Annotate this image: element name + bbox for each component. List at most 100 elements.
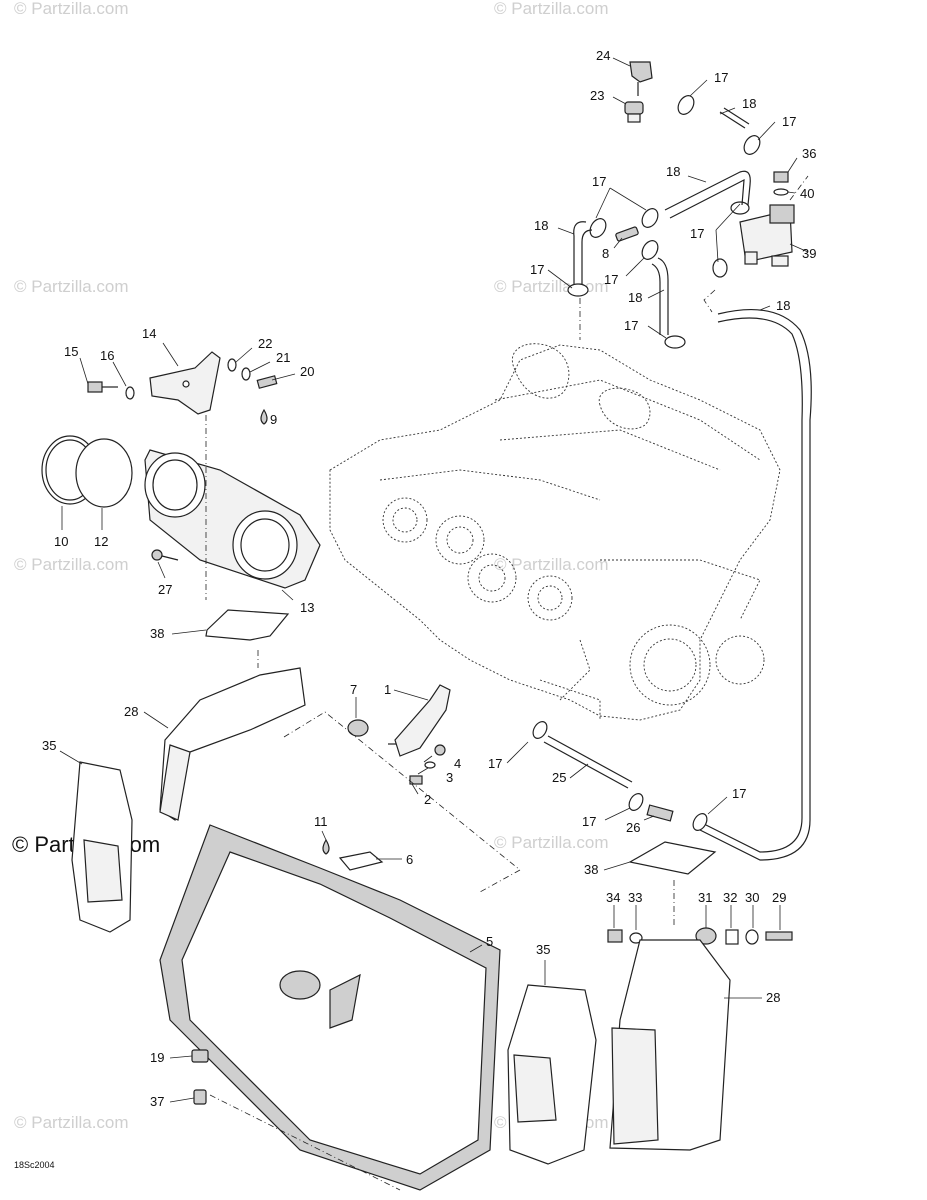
watermark: © Partzilla.com <box>14 0 129 18</box>
callout-21: 21 <box>276 350 290 365</box>
duct-28-left <box>159 667 306 821</box>
callout-17: 17 <box>530 262 544 277</box>
callout-40: 40 <box>800 186 814 201</box>
route-line <box>789 175 809 201</box>
screw-27 <box>151 549 179 561</box>
callout-17: 17 <box>690 226 704 241</box>
solenoid-valve-39 <box>739 204 795 267</box>
callout-17: 17 <box>782 114 796 129</box>
clamp-17-b <box>743 135 761 155</box>
grommet-7 <box>347 719 369 737</box>
fitting-37 <box>193 1089 207 1105</box>
airbox-5 <box>159 824 501 1191</box>
washer-3 <box>424 761 436 769</box>
callout-18: 18 <box>628 290 642 305</box>
hose-18-long <box>699 308 812 861</box>
callout-38: 38 <box>150 626 164 641</box>
callout-7: 7 <box>350 682 357 697</box>
clamp-17-f <box>567 283 589 297</box>
callout-19: 19 <box>150 1050 164 1065</box>
clamp-17-g <box>664 335 686 349</box>
route-line <box>703 289 716 313</box>
callout-18: 18 <box>534 218 548 233</box>
callout-16: 16 <box>100 348 114 363</box>
callout-29: 29 <box>772 890 786 905</box>
gasket-38-a <box>205 609 290 641</box>
watermark: © Partzilla.com <box>494 555 609 574</box>
screw-29 <box>765 931 793 941</box>
loctite-9 <box>260 408 268 425</box>
connector-8 <box>615 226 639 242</box>
fitting-26 <box>646 804 674 822</box>
diagram-code: 18Sc2004 <box>14 1160 55 1170</box>
route-line <box>209 1094 401 1191</box>
callout-2: 2 <box>424 792 431 807</box>
gasket-38-b <box>628 841 717 875</box>
washer-33 <box>629 932 643 944</box>
callout-32: 32 <box>723 890 737 905</box>
boot-35-left <box>71 761 133 933</box>
cover-plate-1 <box>388 684 451 757</box>
watermark: © Partzilla.com <box>14 1113 129 1132</box>
vent-fitting-24 <box>629 61 653 96</box>
watermark: © Partzilla.com <box>494 0 609 18</box>
callout-27: 27 <box>158 582 172 597</box>
bracket-14 <box>149 351 221 415</box>
callout-25: 25 <box>552 770 566 785</box>
callout-28: 28 <box>766 990 780 1005</box>
callout-35: 35 <box>42 738 56 753</box>
callout-18: 18 <box>666 164 680 179</box>
leader-lines <box>59 57 809 1103</box>
hose-18-left <box>573 221 587 285</box>
callout-15: 15 <box>64 344 78 359</box>
callout-17: 17 <box>604 272 618 287</box>
callout-17: 17 <box>488 756 502 771</box>
spacer-32 <box>725 929 739 945</box>
callout-13: 13 <box>300 600 314 615</box>
nut-36 <box>773 171 789 183</box>
watermark: © Partzilla.com <box>14 555 129 574</box>
callout-31: 31 <box>698 890 712 905</box>
engine-outline <box>329 343 781 721</box>
callout-8: 8 <box>602 246 609 261</box>
callout-38: 38 <box>584 862 598 877</box>
nut-4 <box>434 744 446 756</box>
callout-11: 11 <box>314 814 328 829</box>
callouts: 24 17 23 18 17 36 18 17 40 18 8 17 39 17… <box>42 48 816 1109</box>
callout-17: 17 <box>624 318 638 333</box>
nut-34 <box>607 929 623 943</box>
callout-3: 3 <box>446 770 453 785</box>
callout-34: 34 <box>606 890 620 905</box>
callout-4: 4 <box>454 756 461 771</box>
hose-18-upper-edge <box>669 178 745 219</box>
hose-18-upper <box>664 170 751 211</box>
fitting-19 <box>191 1049 209 1063</box>
callout-1: 1 <box>384 682 391 697</box>
watermark: © Partzilla.com <box>494 833 609 852</box>
hose-18-center <box>657 257 669 335</box>
clamp-17-a <box>677 95 695 115</box>
callout-18: 18 <box>776 298 790 313</box>
callout-36: 36 <box>802 146 816 161</box>
loctite-11 <box>322 838 330 855</box>
screw-20 <box>256 375 278 389</box>
hose-18-long-edge <box>703 317 803 853</box>
hose-18-center-edge <box>651 263 661 335</box>
callout-20: 20 <box>300 364 314 379</box>
watermark: © Partzilla.com <box>494 277 609 296</box>
clamp-17-l <box>692 813 708 831</box>
callout-14: 14 <box>142 326 156 341</box>
screw-2 <box>409 775 423 785</box>
callout-39: 39 <box>802 246 816 261</box>
callout-9: 9 <box>270 412 277 427</box>
route-line <box>283 711 521 893</box>
callout-37: 37 <box>150 1094 164 1109</box>
callout-12: 12 <box>94 534 108 549</box>
washer-22 <box>227 358 237 372</box>
callout-10: 10 <box>54 534 68 549</box>
callout-30: 30 <box>745 890 759 905</box>
hose-18-short <box>719 111 746 129</box>
callout-18: 18 <box>742 96 756 111</box>
cap-23 <box>624 101 644 123</box>
cover-6 <box>338 851 384 871</box>
